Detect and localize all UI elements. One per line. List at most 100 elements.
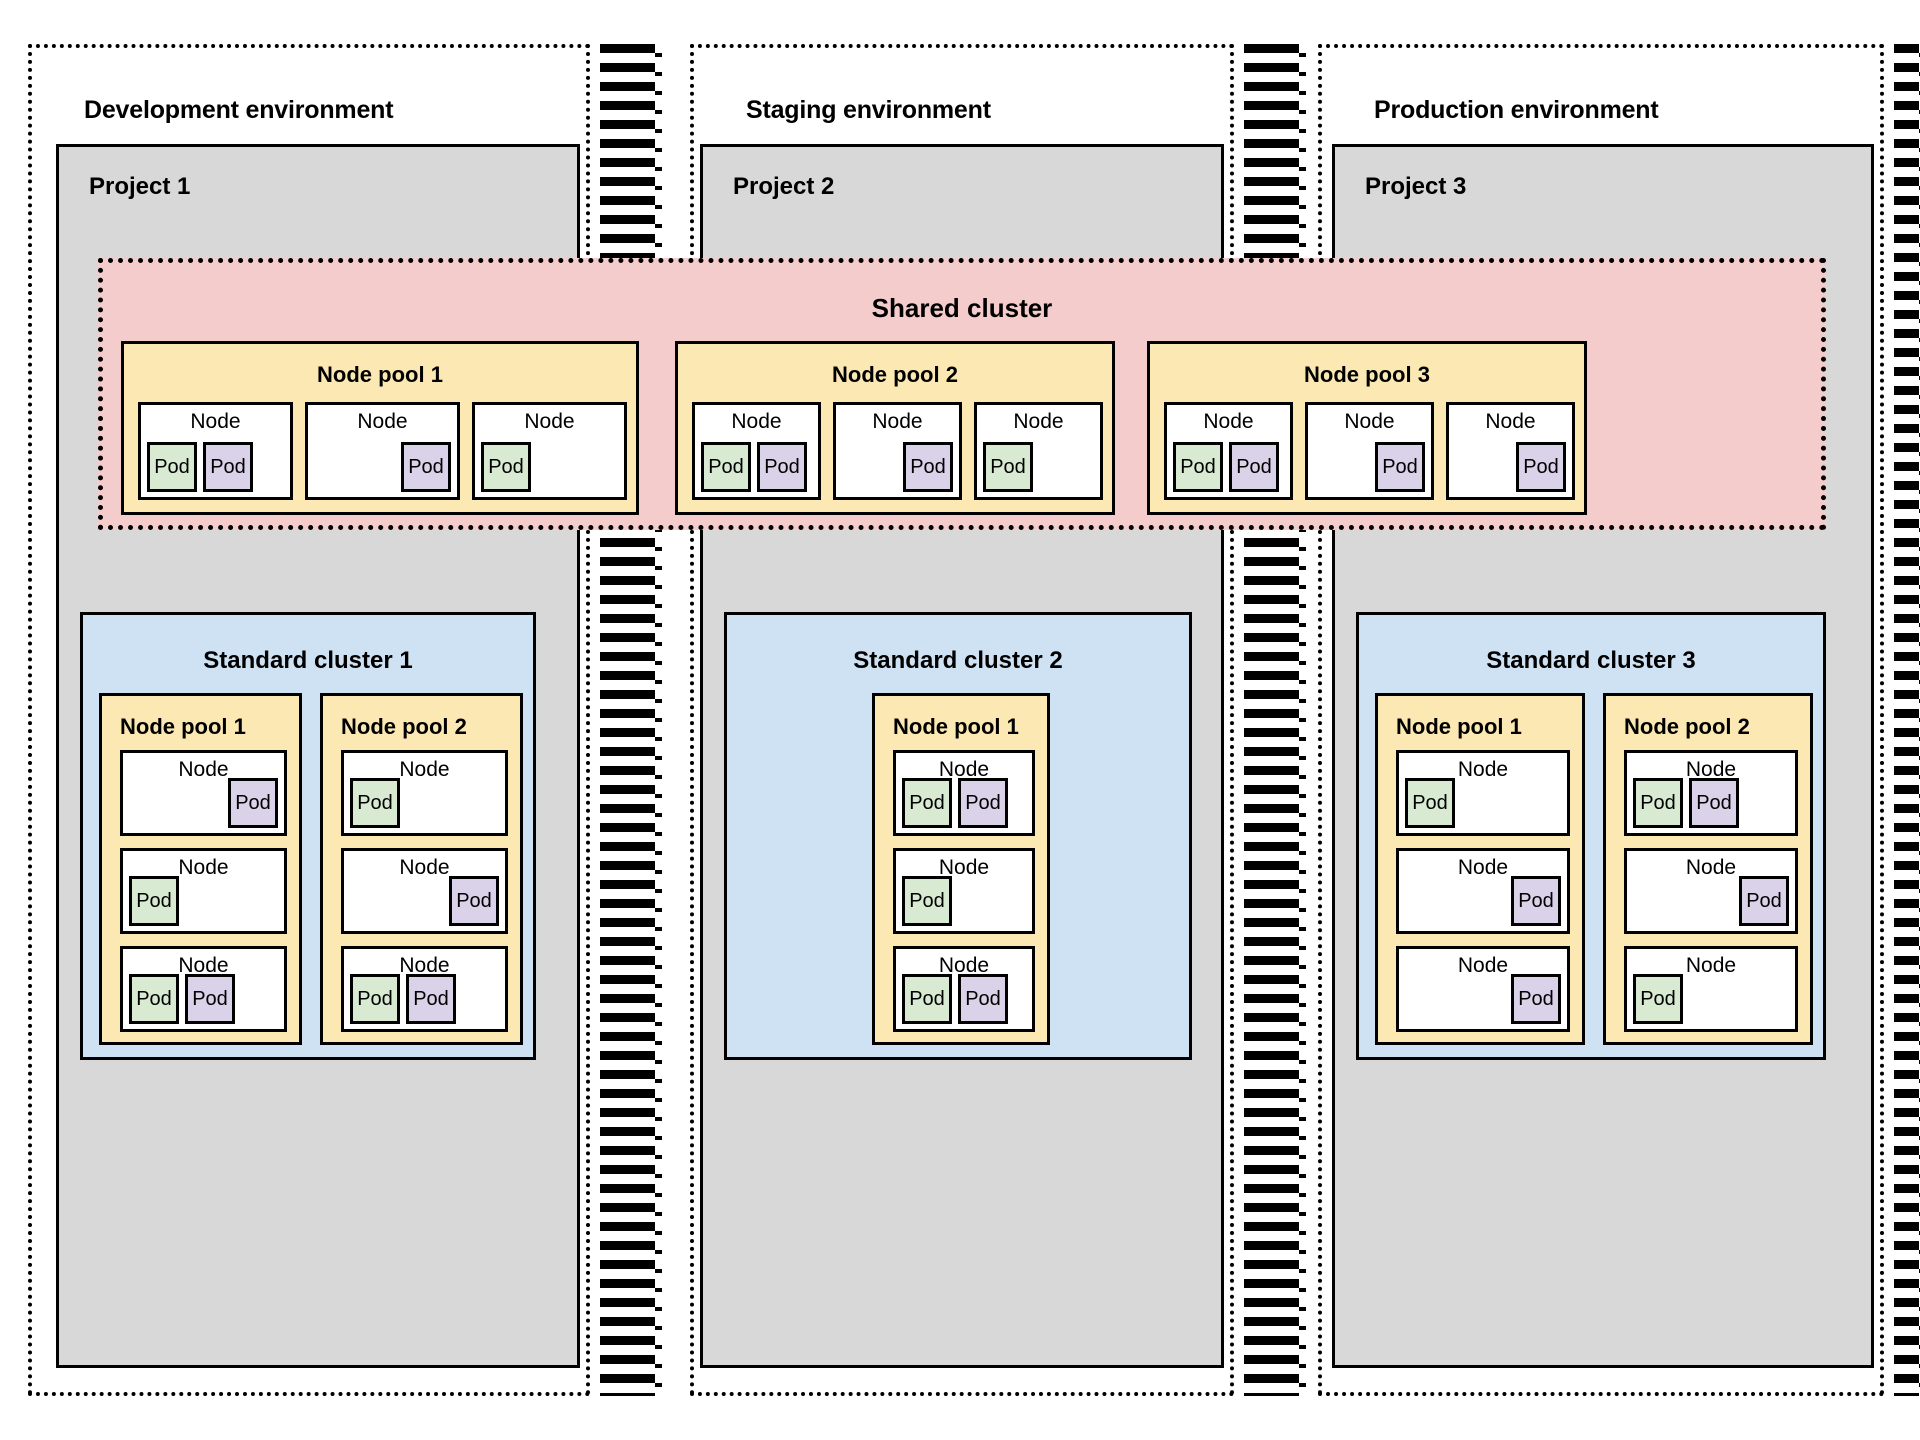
node-label: Node (1344, 410, 1395, 433)
pod-container: Pod (1405, 876, 1561, 926)
standard-cluster-title-1: Standard cluster 1 (203, 647, 413, 674)
node-label: Node (178, 856, 229, 879)
node-label: Node (399, 758, 450, 781)
pod-green: Pod (902, 974, 952, 1024)
pod-purple: Pod (1516, 442, 1566, 492)
project-title-3: Project 3 (1365, 173, 1467, 200)
pod-purple: Pod (1375, 442, 1425, 492)
pod-container: Pod (1633, 974, 1789, 1024)
pod-container: Pod (129, 876, 278, 926)
pod-purple: Pod (1511, 974, 1561, 1024)
pod-container: Pod (902, 876, 1026, 926)
pod-container: Pod (129, 778, 278, 828)
shared-node-pool-title-3: Node pool 3 (1304, 362, 1430, 387)
pod-purple: Pod (228, 778, 278, 828)
environment-title-development: Development environment (84, 96, 394, 124)
hatched-divider-1 (600, 44, 662, 1396)
pod-green: Pod (1633, 778, 1683, 828)
node-label: Node (1685, 954, 1737, 977)
pod-container: Pod (1405, 778, 1561, 828)
pod-container: Pod (350, 876, 499, 926)
hatched-divider-2 (1244, 44, 1306, 1396)
pod-purple: Pod (903, 442, 953, 492)
node-label: Node (357, 410, 408, 433)
pod-green: Pod (147, 442, 197, 492)
pod-purple: Pod (958, 778, 1008, 828)
pod-container: Pod (350, 778, 499, 828)
pod-purple: Pod (1511, 876, 1561, 926)
standard-cluster-title-2: Standard cluster 2 (853, 647, 1063, 674)
pod-green: Pod (350, 974, 400, 1024)
node-label: Node (1685, 758, 1737, 781)
pod-purple: Pod (449, 876, 499, 926)
pod-green: Pod (701, 442, 751, 492)
shared-cluster-title: Shared cluster (871, 293, 1053, 323)
node-label: Node (524, 410, 575, 433)
node-label: Node (178, 954, 229, 977)
node-label: Node (1013, 410, 1064, 433)
standard-1-node-pool-title-1: Node pool 1 (120, 714, 246, 739)
project-title-2: Project 2 (733, 173, 835, 200)
shared-node-pool-title-2: Node pool 2 (832, 362, 958, 387)
node-label: Node (190, 410, 241, 433)
environment-title-production: Production environment (1374, 96, 1659, 124)
pod-container: Pod (1405, 974, 1561, 1024)
pod-purple: Pod (185, 974, 235, 1024)
pod-green: Pod (1633, 974, 1683, 1024)
pod-purple: Pod (203, 442, 253, 492)
pod-purple: Pod (757, 442, 807, 492)
hatched-divider-3 (1894, 44, 1920, 1396)
standard-3-node-pool-title-2: Node pool 2 (1624, 714, 1750, 739)
node-label: Node (399, 954, 450, 977)
node-label: Node (872, 410, 923, 433)
pod-green: Pod (1405, 778, 1455, 828)
pod-green: Pod (902, 778, 952, 828)
node-label: Node (938, 954, 990, 977)
pod-purple: Pod (1689, 778, 1739, 828)
pod-green: Pod (129, 974, 179, 1024)
pod-container: Pod (314, 442, 451, 492)
pod-green: Pod (983, 442, 1033, 492)
pod-green: Pod (481, 442, 531, 492)
pod-purple: Pod (406, 974, 456, 1024)
pod-purple: Pod (401, 442, 451, 492)
environment-title-staging: Staging environment (746, 96, 991, 124)
node-label: Node (1485, 410, 1536, 433)
standard-2-node-pool-title-1: Node pool 1 (893, 714, 1019, 739)
node-label: Node (1457, 758, 1509, 781)
pod-purple: Pod (1229, 442, 1279, 492)
pod-green: Pod (1173, 442, 1223, 492)
pod-container: Pod (983, 442, 1094, 492)
pod-container: Pod (481, 442, 618, 492)
